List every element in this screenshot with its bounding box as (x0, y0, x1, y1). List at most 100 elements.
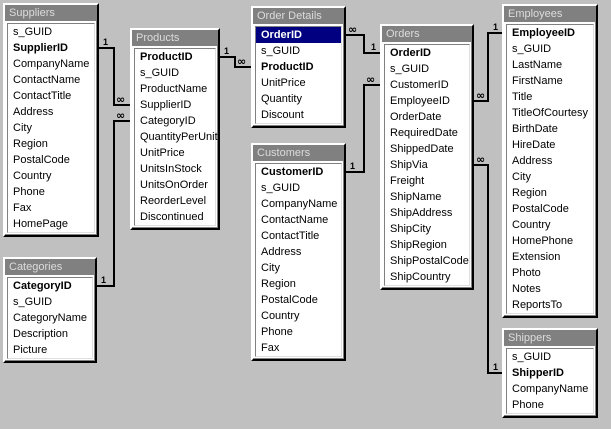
field-customers-contacttitle[interactable]: ContactTitle (261, 230, 320, 242)
field-employees-extension[interactable]: Extension (512, 251, 561, 263)
field-products-quantityperunit[interactable]: QuantityPerUnit (140, 131, 218, 143)
field-shippers-shipperid[interactable]: ShipperID (512, 367, 564, 379)
field-customers-fax[interactable]: Fax (261, 342, 280, 354)
field-orders-orderid[interactable]: OrderID (390, 47, 431, 59)
field-orderdetails-orderid[interactable]: OrderID (256, 27, 341, 43)
table-title-employees[interactable]: Employees (504, 6, 596, 22)
field-employees-s-guid[interactable]: s_GUID (512, 43, 552, 55)
table-title-categories[interactable]: Categories (5, 259, 95, 275)
table-title-products[interactable]: Products (132, 30, 218, 46)
field-products-productname[interactable]: ProductName (140, 83, 208, 95)
field-orderdetails-quantity[interactable]: Quantity (261, 93, 302, 105)
field-orders-shippeddate[interactable]: ShippedDate (390, 143, 454, 155)
field-suppliers-homepage[interactable]: HomePage (13, 218, 69, 230)
field-employees-photo[interactable]: Photo (512, 267, 541, 279)
field-orders-shipvia[interactable]: ShipVia (390, 159, 428, 171)
field-employees-title[interactable]: Title (512, 91, 533, 103)
field-products-unitprice[interactable]: UnitPrice (140, 147, 185, 159)
field-orders-s-guid[interactable]: s_GUID (390, 63, 430, 75)
field-products-unitsonorder[interactable]: UnitsOnOrder (140, 179, 208, 191)
field-customers-country[interactable]: Country (261, 310, 300, 322)
field-categories-categoryid[interactable]: CategoryID (13, 280, 72, 292)
field-customers-contactname[interactable]: ContactName (261, 214, 329, 226)
field-orders-employeeid[interactable]: EmployeeID (390, 95, 450, 107)
relationship-line-products-orderdetails[interactable] (220, 56, 251, 68)
table-title-customers[interactable]: Customers (253, 145, 344, 161)
field-suppliers-s-guid[interactable]: s_GUID (13, 26, 53, 38)
field-suppliers-supplierid[interactable]: SupplierID (13, 42, 69, 54)
field-orders-requireddate[interactable]: RequiredDate (390, 127, 458, 139)
field-employees-firstname[interactable]: FirstName (512, 75, 563, 87)
field-shippers-s-guid[interactable]: s_GUID (512, 351, 552, 363)
field-products-unitsinstock[interactable]: UnitsInStock (140, 163, 202, 175)
table-title-shippers[interactable]: Shippers (504, 330, 596, 346)
field-customers-city[interactable]: City (261, 262, 280, 274)
field-categories-s-guid[interactable]: s_GUID (13, 296, 53, 308)
table-title-orders[interactable]: Orders (382, 26, 472, 42)
field-suppliers-city[interactable]: City (13, 122, 32, 134)
field-orders-customerid[interactable]: CustomerID (390, 79, 449, 91)
field-shippers-phone[interactable]: Phone (512, 399, 544, 411)
field-suppliers-contacttitle[interactable]: ContactTitle (13, 90, 72, 102)
field-employees-address[interactable]: Address (512, 155, 553, 167)
field-products-categoryid[interactable]: CategoryID (140, 115, 196, 127)
relationship-line-customers-orders[interactable] (346, 84, 380, 173)
field-suppliers-fax[interactable]: Fax (13, 202, 32, 214)
field-customers-companyname[interactable]: CompanyName (261, 198, 338, 210)
field-employees-reportsto[interactable]: ReportsTo (512, 299, 563, 311)
field-categories-categoryname[interactable]: CategoryName (13, 312, 87, 324)
field-categories-description[interactable]: Description (13, 328, 69, 340)
field-customers-customerid[interactable]: CustomerID (261, 166, 324, 178)
field-employees-notes[interactable]: Notes (512, 283, 541, 295)
field-suppliers-phone[interactable]: Phone (13, 186, 45, 198)
field-customers-postalcode[interactable]: PostalCode (261, 294, 318, 306)
field-categories-picture[interactable]: Picture (13, 344, 48, 356)
field-orders-shipname[interactable]: ShipName (390, 191, 442, 203)
field-employees-birthdate[interactable]: BirthDate (512, 123, 558, 135)
field-employees-hiredate[interactable]: HireDate (512, 139, 556, 151)
field-customers-phone[interactable]: Phone (261, 326, 293, 338)
field-employees-postalcode[interactable]: PostalCode (512, 203, 569, 215)
field-orders-orderdate[interactable]: OrderDate (390, 111, 442, 123)
field-orders-shipcountry[interactable]: ShipCountry (390, 271, 451, 283)
field-orderdetails-discount[interactable]: Discount (261, 109, 304, 121)
field-shippers-companyname[interactable]: CompanyName (512, 383, 589, 395)
field-orders-shipaddress[interactable]: ShipAddress (390, 207, 453, 219)
field-products-discontinued[interactable]: Discontinued (140, 211, 204, 223)
field-orderdetails-productid[interactable]: ProductID (261, 61, 314, 73)
relationship-line-categories-products[interactable] (97, 120, 130, 287)
field-orders-shippostalcode[interactable]: ShipPostalCode (390, 255, 469, 267)
table-title-orderdetails[interactable]: Order Details (253, 8, 344, 24)
table-title-suppliers[interactable]: Suppliers (5, 5, 97, 21)
relationship-line-suppliers-products[interactable] (99, 47, 130, 106)
field-products-supplierid[interactable]: SupplierID (140, 99, 192, 111)
field-products-s-guid[interactable]: s_GUID (140, 67, 180, 79)
field-customers-address[interactable]: Address (261, 246, 302, 258)
relationship-line-orders-orderdetails[interactable] (346, 34, 380, 54)
field-orders-shipregion[interactable]: ShipRegion (390, 239, 447, 251)
field-employees-city[interactable]: City (512, 171, 531, 183)
field-orders-shipcity[interactable]: ShipCity (390, 223, 431, 235)
field-customers-region[interactable]: Region (261, 278, 296, 290)
field-customers-s-guid[interactable]: s_GUID (261, 182, 301, 194)
field-suppliers-region[interactable]: Region (13, 138, 48, 150)
field-employees-lastname[interactable]: LastName (512, 59, 563, 71)
relationship-line-employees-orders[interactable] (474, 32, 502, 102)
field-employees-titleofcourtesy[interactable]: TitleOfCourtesy (512, 107, 589, 119)
field-orderdetails-unitprice[interactable]: UnitPrice (261, 77, 306, 89)
field-suppliers-address[interactable]: Address (13, 106, 54, 118)
field-employees-employeeid[interactable]: EmployeeID (512, 27, 575, 39)
